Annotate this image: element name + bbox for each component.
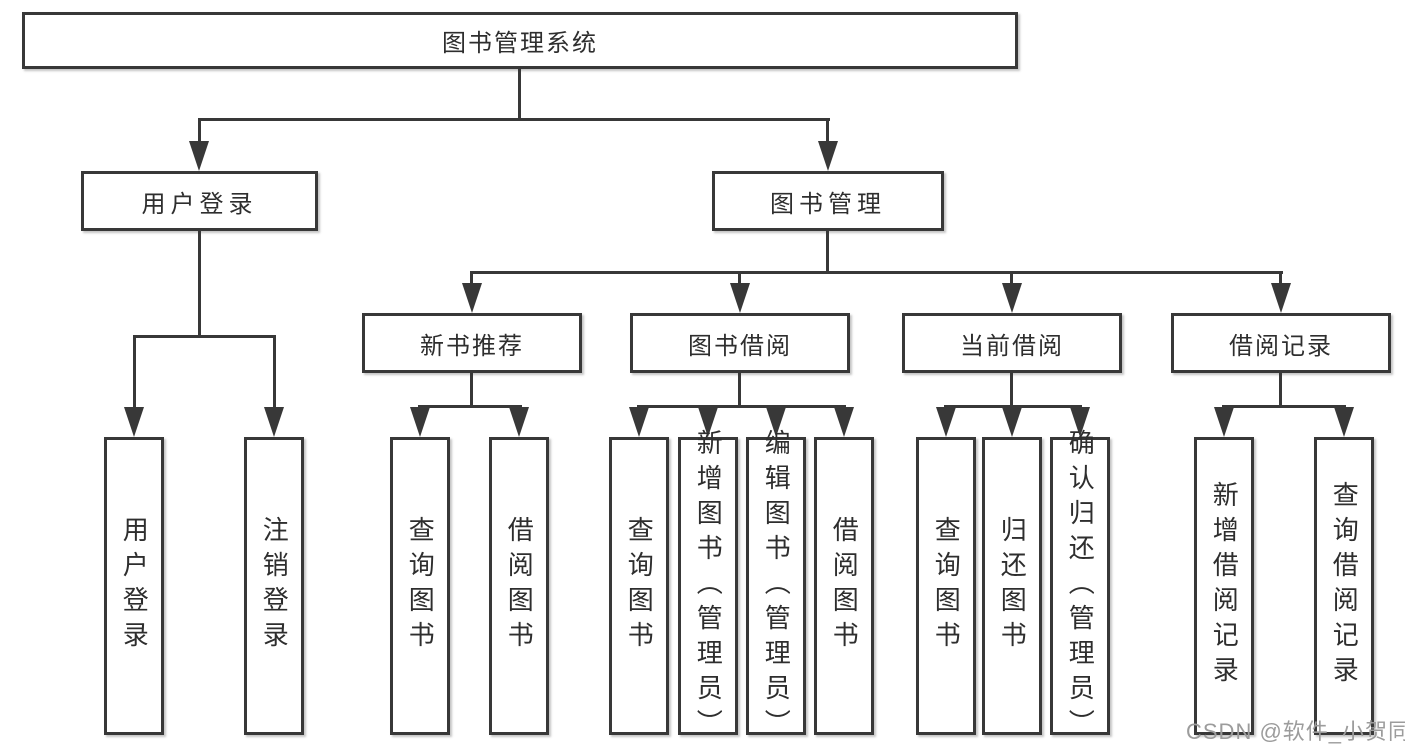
leaf-user-login: 用户登录 xyxy=(104,437,164,735)
connector-line xyxy=(273,337,276,409)
node-root: 图书管理系统 xyxy=(22,12,1018,69)
connector-line xyxy=(826,231,829,274)
watermark: CSDN @软件_小贺同学 xyxy=(1186,719,1405,744)
connector-line xyxy=(198,118,830,121)
leaf-edit-book-admin: 编辑图书（管理员） xyxy=(746,429,806,744)
connector-line xyxy=(518,69,521,121)
arrowhead-icon xyxy=(730,283,750,313)
connector-line xyxy=(198,120,201,143)
connector-line xyxy=(470,373,473,407)
arrowhead-icon xyxy=(410,407,430,437)
node-user-login: 用户登录 xyxy=(81,171,318,231)
connector-line xyxy=(1010,272,1013,284)
leaf-edit-book-admin-label: 编辑图书（管理员） xyxy=(761,428,792,744)
node-borrow-records-label: 借阅记录 xyxy=(1229,332,1333,360)
node-book-borrow-label: 图书借阅 xyxy=(688,332,792,360)
leaf-borrow-book-recommend-label: 借阅图书 xyxy=(504,516,535,656)
connector-line xyxy=(1222,405,1346,408)
leaf-add-book-admin-label: 新增图书（管理员） xyxy=(693,428,724,744)
connector-line xyxy=(1010,373,1013,407)
connector-line xyxy=(1279,373,1282,407)
leaf-borrow-book: 借阅图书 xyxy=(814,437,874,735)
connector-line xyxy=(470,271,1283,274)
connector-line xyxy=(418,405,522,408)
leaf-add-borrow-record-label: 新增借阅记录 xyxy=(1209,481,1240,691)
leaf-confirm-return-admin-label: 确认归还（管理员） xyxy=(1065,428,1096,744)
connector-line xyxy=(826,120,829,143)
leaf-user-login-label: 用户登录 xyxy=(119,516,150,656)
arrowhead-icon xyxy=(189,141,209,171)
leaf-return-book-label: 归还图书 xyxy=(997,516,1028,656)
node-book-management-label: 图书管理 xyxy=(770,190,886,218)
arrowhead-icon xyxy=(629,407,649,437)
arrowhead-icon xyxy=(818,141,838,171)
connector-line xyxy=(133,335,276,338)
connector-line xyxy=(198,231,201,338)
arrowhead-icon xyxy=(936,407,956,437)
arrowhead-icon xyxy=(1070,407,1090,437)
arrowhead-icon xyxy=(462,283,482,313)
leaf-confirm-return-admin: 确认归还（管理员） xyxy=(1050,429,1110,744)
node-new-book-recommend-label: 新书推荐 xyxy=(420,332,524,360)
node-new-book-recommend: 新书推荐 xyxy=(362,313,582,373)
leaf-borrow-book-recommend: 借阅图书 xyxy=(489,437,549,735)
connector-line xyxy=(470,272,473,284)
leaf-query-book-recommend-label: 查询图书 xyxy=(405,516,436,656)
leaf-add-book-admin: 新增图书（管理员） xyxy=(678,429,738,744)
node-root-label: 图书管理系统 xyxy=(442,30,598,57)
arrowhead-icon xyxy=(264,407,284,437)
node-user-login-label: 用户登录 xyxy=(141,190,258,218)
leaf-query-borrow-record: 查询借阅记录 xyxy=(1314,437,1374,735)
leaf-return-book: 归还图书 xyxy=(982,437,1042,735)
connector-line xyxy=(738,272,741,284)
connector-line xyxy=(738,373,741,407)
leaf-query-book-current-label: 查询图书 xyxy=(931,516,962,656)
leaf-query-book-borrow-label: 查询图书 xyxy=(624,516,655,656)
arrowhead-icon xyxy=(1002,407,1022,437)
leaf-query-book-borrow: 查询图书 xyxy=(609,437,669,735)
node-book-management: 图书管理 xyxy=(712,171,944,231)
arrowhead-icon xyxy=(509,407,529,437)
arrowhead-icon xyxy=(698,407,718,437)
arrowhead-icon xyxy=(1002,283,1022,313)
node-current-borrow: 当前借阅 xyxy=(902,313,1122,373)
arrowhead-icon xyxy=(834,407,854,437)
connector-line xyxy=(637,405,846,408)
leaf-query-book-recommend: 查询图书 xyxy=(390,437,450,735)
node-current-borrow-label: 当前借阅 xyxy=(960,332,1064,360)
arrowhead-icon xyxy=(1271,283,1291,313)
node-book-borrow: 图书借阅 xyxy=(630,313,850,373)
arrowhead-icon xyxy=(1214,407,1234,437)
leaf-borrow-book-label: 借阅图书 xyxy=(829,516,860,656)
connector-line xyxy=(944,405,1082,408)
leaf-add-borrow-record: 新增借阅记录 xyxy=(1194,437,1254,735)
connector-line xyxy=(133,337,136,409)
leaf-logout-label: 注销登录 xyxy=(259,516,290,656)
leaf-logout: 注销登录 xyxy=(244,437,304,735)
arrowhead-icon xyxy=(766,407,786,437)
arrowhead-icon xyxy=(124,407,144,437)
connector-line xyxy=(1279,272,1282,284)
arrowhead-icon xyxy=(1334,407,1354,437)
leaf-query-borrow-record-label: 查询借阅记录 xyxy=(1329,481,1360,691)
node-borrow-records: 借阅记录 xyxy=(1171,313,1391,373)
leaf-query-book-current: 查询图书 xyxy=(916,437,976,735)
